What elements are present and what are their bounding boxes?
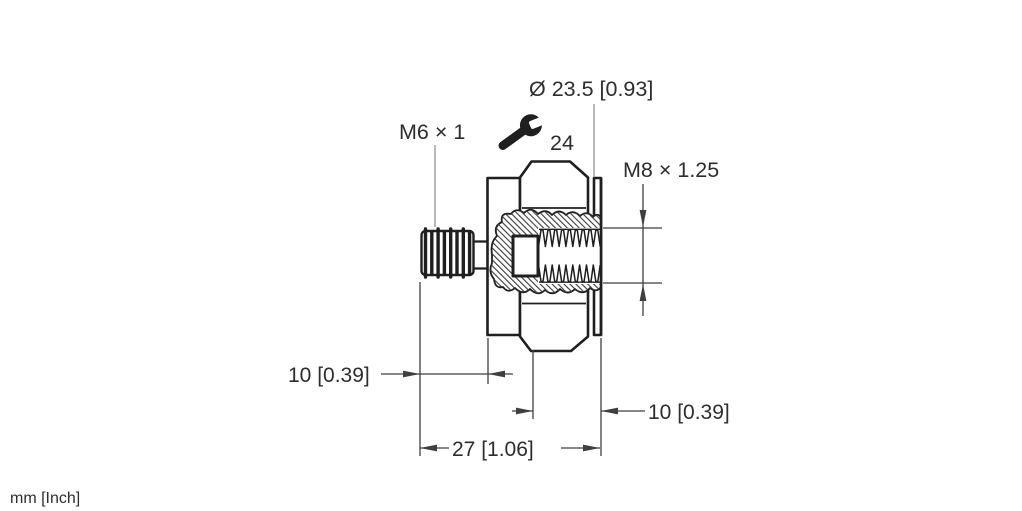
arrow-icon [488, 370, 505, 378]
bore-entry [511, 234, 540, 278]
diameter-label: Ø 23.5 [0.93] [529, 77, 653, 101]
dimension-lines [381, 184, 662, 456]
arrow-icon [420, 444, 437, 452]
dim-overall-length-label: 27 [1.06] [452, 438, 534, 461]
wrench-size-label: 24 [550, 131, 574, 155]
wrench-icon [498, 114, 552, 150]
dim-male-length-label: 10 [0.39] [288, 364, 370, 387]
arrow-icon [583, 444, 600, 452]
dim-female-depth-label: 10 [0.39] [648, 401, 730, 424]
female-thread-label: M8 × 1.25 [623, 158, 719, 182]
female-thread-bore [511, 228, 601, 284]
units-note: mm [Inch] [10, 490, 80, 507]
leader-lines [434, 104, 595, 227]
male-thread-stud [420, 227, 475, 279]
arrow-icon [601, 407, 618, 415]
thread-crest-lines [423, 227, 472, 279]
male-thread-label: M6 × 1 [399, 120, 465, 144]
arrow-icon [403, 370, 420, 378]
arrow-icon [639, 210, 647, 227]
arrow-icon [516, 407, 533, 415]
arrow-icon [639, 284, 647, 301]
adapter-part [420, 160, 603, 353]
drawing-labels: Ø 23.5 [0.93] M6 × 1 24 M8 × 1.25 10 [0.… [10, 77, 730, 507]
dimension-arrows [403, 210, 647, 452]
